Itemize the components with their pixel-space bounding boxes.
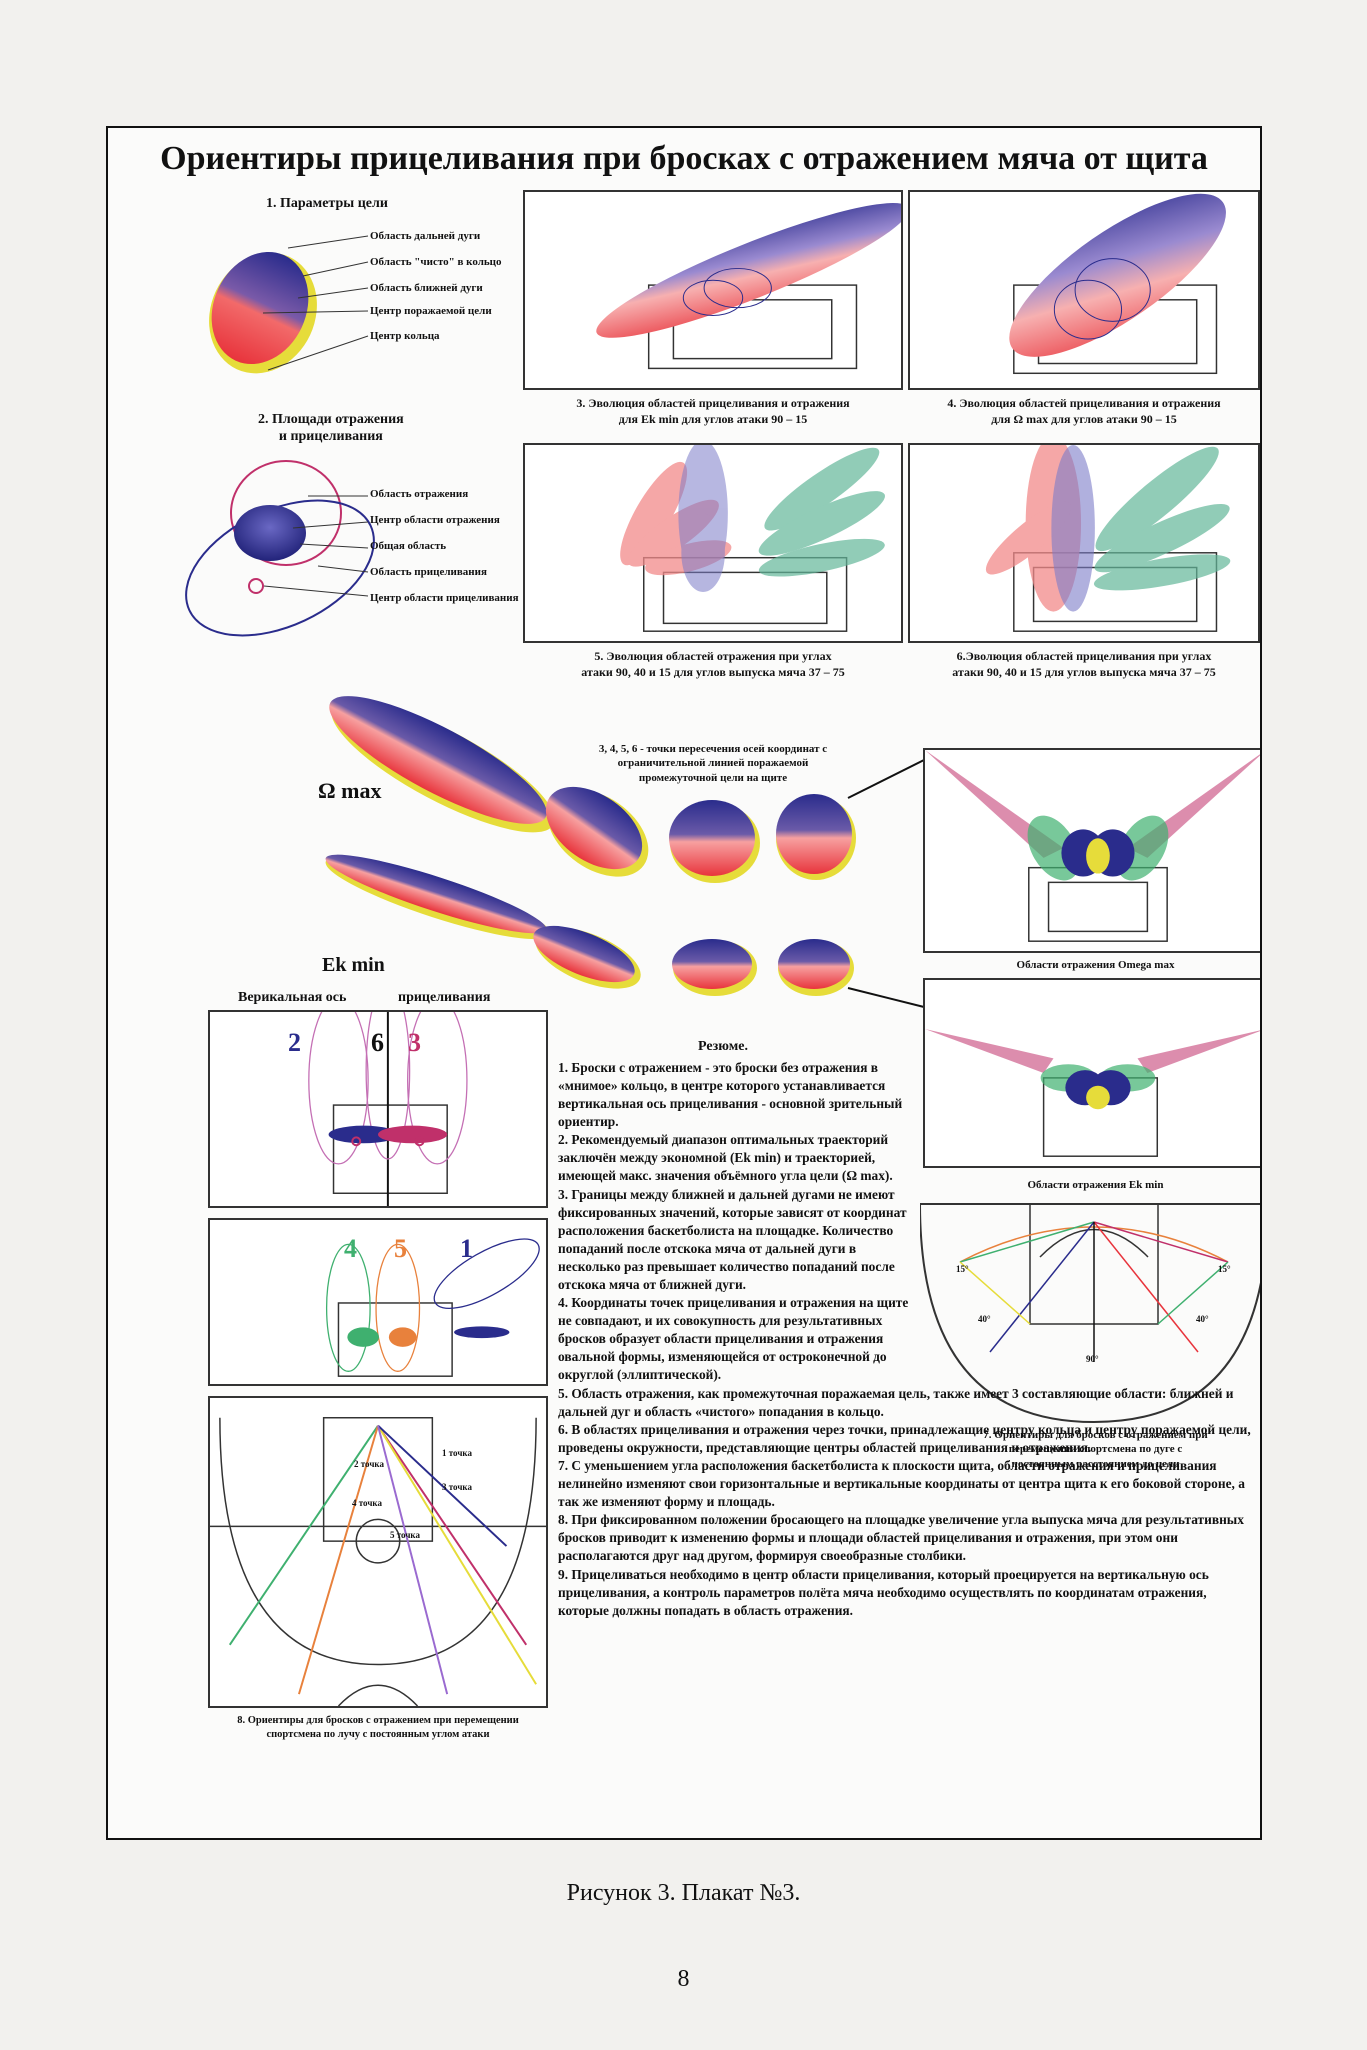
zone-number-2: 2 — [288, 1028, 301, 1057]
court-point-3: 3 точка — [442, 1482, 472, 1492]
resume-title: Резюме. — [698, 1039, 748, 1054]
court-point-1: 1 точка — [442, 1448, 472, 1458]
panel-7-arc-diagram — [920, 1203, 1260, 1424]
panel-7-caption-line1: 7. Ориентиры для бросков с отражением пр… — [983, 1429, 1208, 1441]
zones-panel-middle — [208, 1218, 548, 1386]
zone-number-5: 5 — [394, 1234, 407, 1263]
resume-item-2: 2. Рекомендуемый диапазон оптимальных тр… — [558, 1132, 893, 1184]
figure-caption: Рисунок 3. Плакат №3. — [566, 1880, 801, 1906]
ek-min-regions-caption: Области отражения Ek min — [1027, 1179, 1164, 1191]
panel-8-court-ray — [208, 1396, 548, 1708]
points-note-line3: промежуточной цели на щите — [638, 771, 788, 784]
panel-5-caption: 5. Эволюция областей отражения при углах… — [523, 649, 903, 680]
section1-label-clean: Область "чисто" в кольцо — [370, 256, 502, 268]
panel-4-omega-max-evolution — [908, 190, 1260, 390]
panel-6-caption-line2: атаки 90, 40 и 15 для углов выпуска мяча… — [952, 664, 1216, 679]
points-note: 3, 4, 5, 6 - точки пересечения осей коор… — [548, 742, 878, 785]
points-note-line2: ограничительной линией поражаемой — [617, 757, 809, 770]
section1-heading: 1. Параметры цели — [266, 196, 388, 211]
resume-item-1: 1. Броски с отражением - это броски без … — [558, 1059, 903, 1130]
panel-8-caption: 8. Ориентиры для бросков с отражением пр… — [203, 1714, 553, 1741]
angle-label-15-right: 15° — [1218, 1264, 1231, 1274]
section2-label-aiming: Область прицеливания — [370, 566, 487, 578]
court-point-2: 2 точка — [354, 1459, 384, 1469]
section1-label-target-center: Центр поражаемой цели — [370, 305, 492, 317]
panel-3-ek-min-evolution — [523, 190, 903, 390]
section1-label-far-arc: Область дальней дуги — [370, 230, 481, 242]
poster-title: Ориентиры прицеливания при бросках с отр… — [160, 140, 1208, 177]
omega-max-regions-panel — [923, 748, 1260, 953]
resume-item-8: 8. При фиксированном положении бросающег… — [558, 1512, 1244, 1564]
section2-label-reflection-center: Центр области отражения — [370, 514, 500, 526]
resume-item-9: 9. Прицеливаться необходимо в центр обла… — [558, 1566, 1209, 1618]
section2-heading-line2: и прицеливания — [278, 428, 383, 444]
panel-8-caption-line1: 8. Ориентиры для бросков с отражением пр… — [237, 1715, 519, 1726]
panel-4-caption-line1: 4. Эволюция областей прицеливания и отра… — [947, 396, 1221, 410]
aiming-shapes-evolution — [325, 696, 929, 1009]
aiming-axis-label: прицеливания — [398, 990, 491, 1005]
panel-5-reflection-evolution — [523, 443, 903, 643]
zone-number-3: 3 — [408, 1028, 421, 1057]
panel-5-caption-line2: атаки 90, 40 и 15 для углов выпуска мяча… — [581, 664, 845, 679]
panel-4-caption: 4. Эволюция областей прицеливания и отра… — [908, 396, 1260, 427]
ek-min-regions-panel — [923, 978, 1260, 1168]
panel-4-caption-line2: для Ω max для углов атаки 90 – 15 — [991, 411, 1177, 426]
omega-max-label: Ω max — [318, 778, 382, 803]
angle-label-15-left: 15° — [956, 1264, 969, 1274]
ek-min-label: Ek min — [322, 954, 385, 976]
target-parameters-diagram — [209, 235, 369, 374]
zones-panel-top — [208, 1010, 548, 1208]
section2-label-reflection: Область отражения — [370, 488, 469, 500]
panel-6-caption-line1: 6.Эволюция областей прицеливания при угл… — [956, 649, 1212, 663]
panel-7-caption-line2: перемещении спортсмена по дуге с — [1008, 1443, 1183, 1456]
panel-6-aiming-evolution — [908, 443, 1260, 643]
resume-item-3: 3. Границы между ближней и дальней дугам… — [558, 1186, 907, 1293]
panel-5-caption-line1: 5. Эволюция областей отражения при углах — [594, 649, 832, 663]
panel-7-caption: 7. Ориентиры для бросков с отражением пр… — [923, 1428, 1260, 1471]
reflection-aiming-diagram — [185, 460, 375, 637]
page-number: 8 — [677, 1966, 690, 1992]
zone-number-6: 6 — [371, 1028, 384, 1057]
zone-number-4: 4 — [344, 1234, 357, 1263]
panel-3-caption-line2: для Ek min для углов атаки 90 – 15 — [618, 411, 808, 426]
panel-8-caption-line2: спортсмена по лучу с постоянным углом ат… — [266, 1728, 490, 1740]
section2-label-aiming-center: Центр области прицеливания — [370, 592, 519, 604]
angle-label-90: 90° — [1086, 1354, 1099, 1364]
court-point-4: 4 точка — [352, 1498, 382, 1508]
zone-number-1: 1 — [460, 1234, 473, 1263]
section1-label-ring-center: Центр кольца — [370, 330, 440, 342]
resume-item-5: 5. Область отражения, как промежуточная … — [558, 1385, 1234, 1419]
section2-label-common: Общая область — [370, 540, 447, 552]
panel-3-caption: 3. Эволюция областей прицеливания и отра… — [523, 396, 903, 427]
angle-label-40-right: 40° — [1196, 1314, 1209, 1324]
angle-label-40-left: 40° — [978, 1314, 991, 1324]
resume-block: Резюме. 1. Броски с отражением - это бро… — [558, 1038, 1258, 1620]
section2-heading-line1: 2. Площади отражения — [258, 412, 404, 427]
panel-3-caption-line1: 3. Эволюция областей прицеливания и отра… — [576, 396, 850, 410]
resume-item-4: 4. Координаты точек прицеливания и отраж… — [558, 1295, 909, 1383]
court-point-5: 5 точка — [390, 1530, 420, 1540]
vertical-axis-label: Верикальная ось — [238, 990, 347, 1005]
section1-label-near-arc: Область ближней дуги — [370, 282, 483, 294]
panel-7-caption-line3: постоянным расстоянием до цели — [1011, 1457, 1180, 1470]
points-note-line1: 3, 4, 5, 6 - точки пересечения осей коор… — [598, 743, 828, 755]
poster: Ориентиры прицеливания при бросках с отр… — [106, 126, 1262, 1840]
resume-item-7: 7. С уменьшением угла расположения баске… — [558, 1457, 1245, 1510]
section2-heading: 2. Площади отражения и прицеливания — [258, 412, 404, 446]
omega-max-regions-caption: Области отражения Omega max — [1016, 959, 1175, 971]
panel-6-caption: 6.Эволюция областей прицеливания при угл… — [908, 649, 1260, 680]
resume-item-6: 6. В областях прицеливания и отражения ч… — [558, 1421, 1251, 1455]
